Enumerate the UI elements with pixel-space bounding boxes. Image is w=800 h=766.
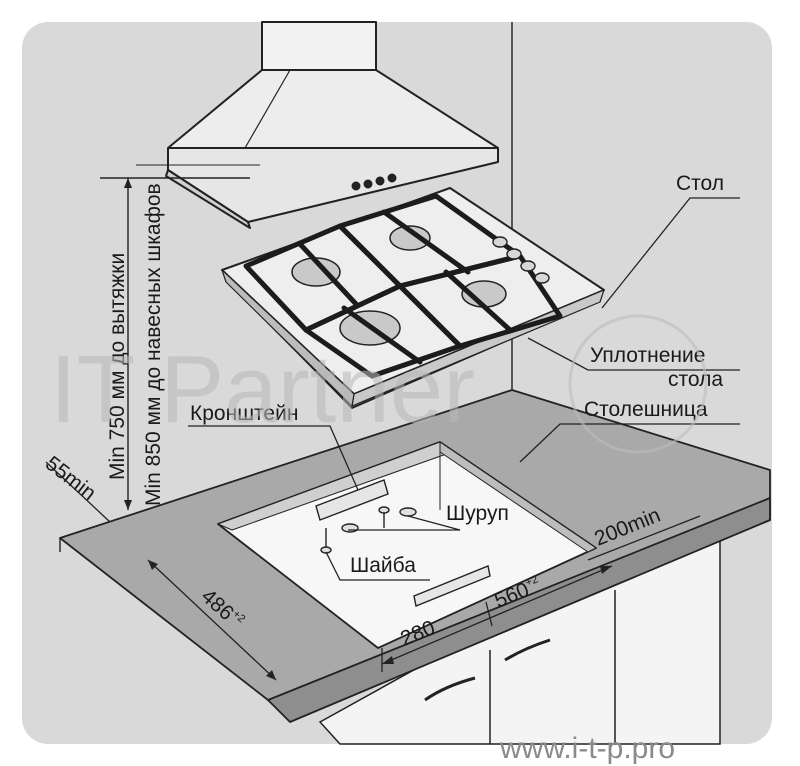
vertical-dimension-lines [100,164,260,510]
label-seal-line2: стола [668,368,723,391]
dim-cabinet-min: Min 850 мм до навесных шкафов [142,183,165,506]
washer [399,507,417,517]
hood-knob [351,181,361,191]
hood-knob [387,173,397,183]
label-countertop: Столешница [584,398,708,421]
cabinet-handle [504,638,551,662]
countertop-dimension-lines [45,461,701,681]
hob-knob [492,236,508,248]
hob-knob [506,248,522,260]
bracket [315,479,491,607]
screw [378,506,390,514]
gas-hob [221,187,605,409]
watermark-logo [568,314,708,454]
dim-width-tolerance: +2 [524,573,540,589]
burner [389,225,431,251]
label-screw: Шуруп [446,502,509,525]
watermark-brand: IT Partner [50,336,475,443]
hood-knob [363,179,373,189]
pan-support-grates [243,193,563,379]
dim-hood-min: Min 750 мм до вытяжки [106,253,129,480]
watermark-url: www.i-t-p.pro [499,732,675,765]
hood-knob [375,176,385,186]
leader-lines [188,197,740,581]
hob-knob [520,260,536,272]
washer [341,523,359,533]
label-seal-line1: Уплотнение [590,344,705,367]
label-table: Стол [676,172,724,195]
hob-knob [534,272,550,284]
cooker-hood [165,21,499,229]
countertop [59,389,771,723]
label-washer: Шайба [350,554,416,577]
cabinet-handle [424,676,476,702]
control-knobs [492,236,550,284]
label-bracket: Кронштейн [190,402,298,425]
